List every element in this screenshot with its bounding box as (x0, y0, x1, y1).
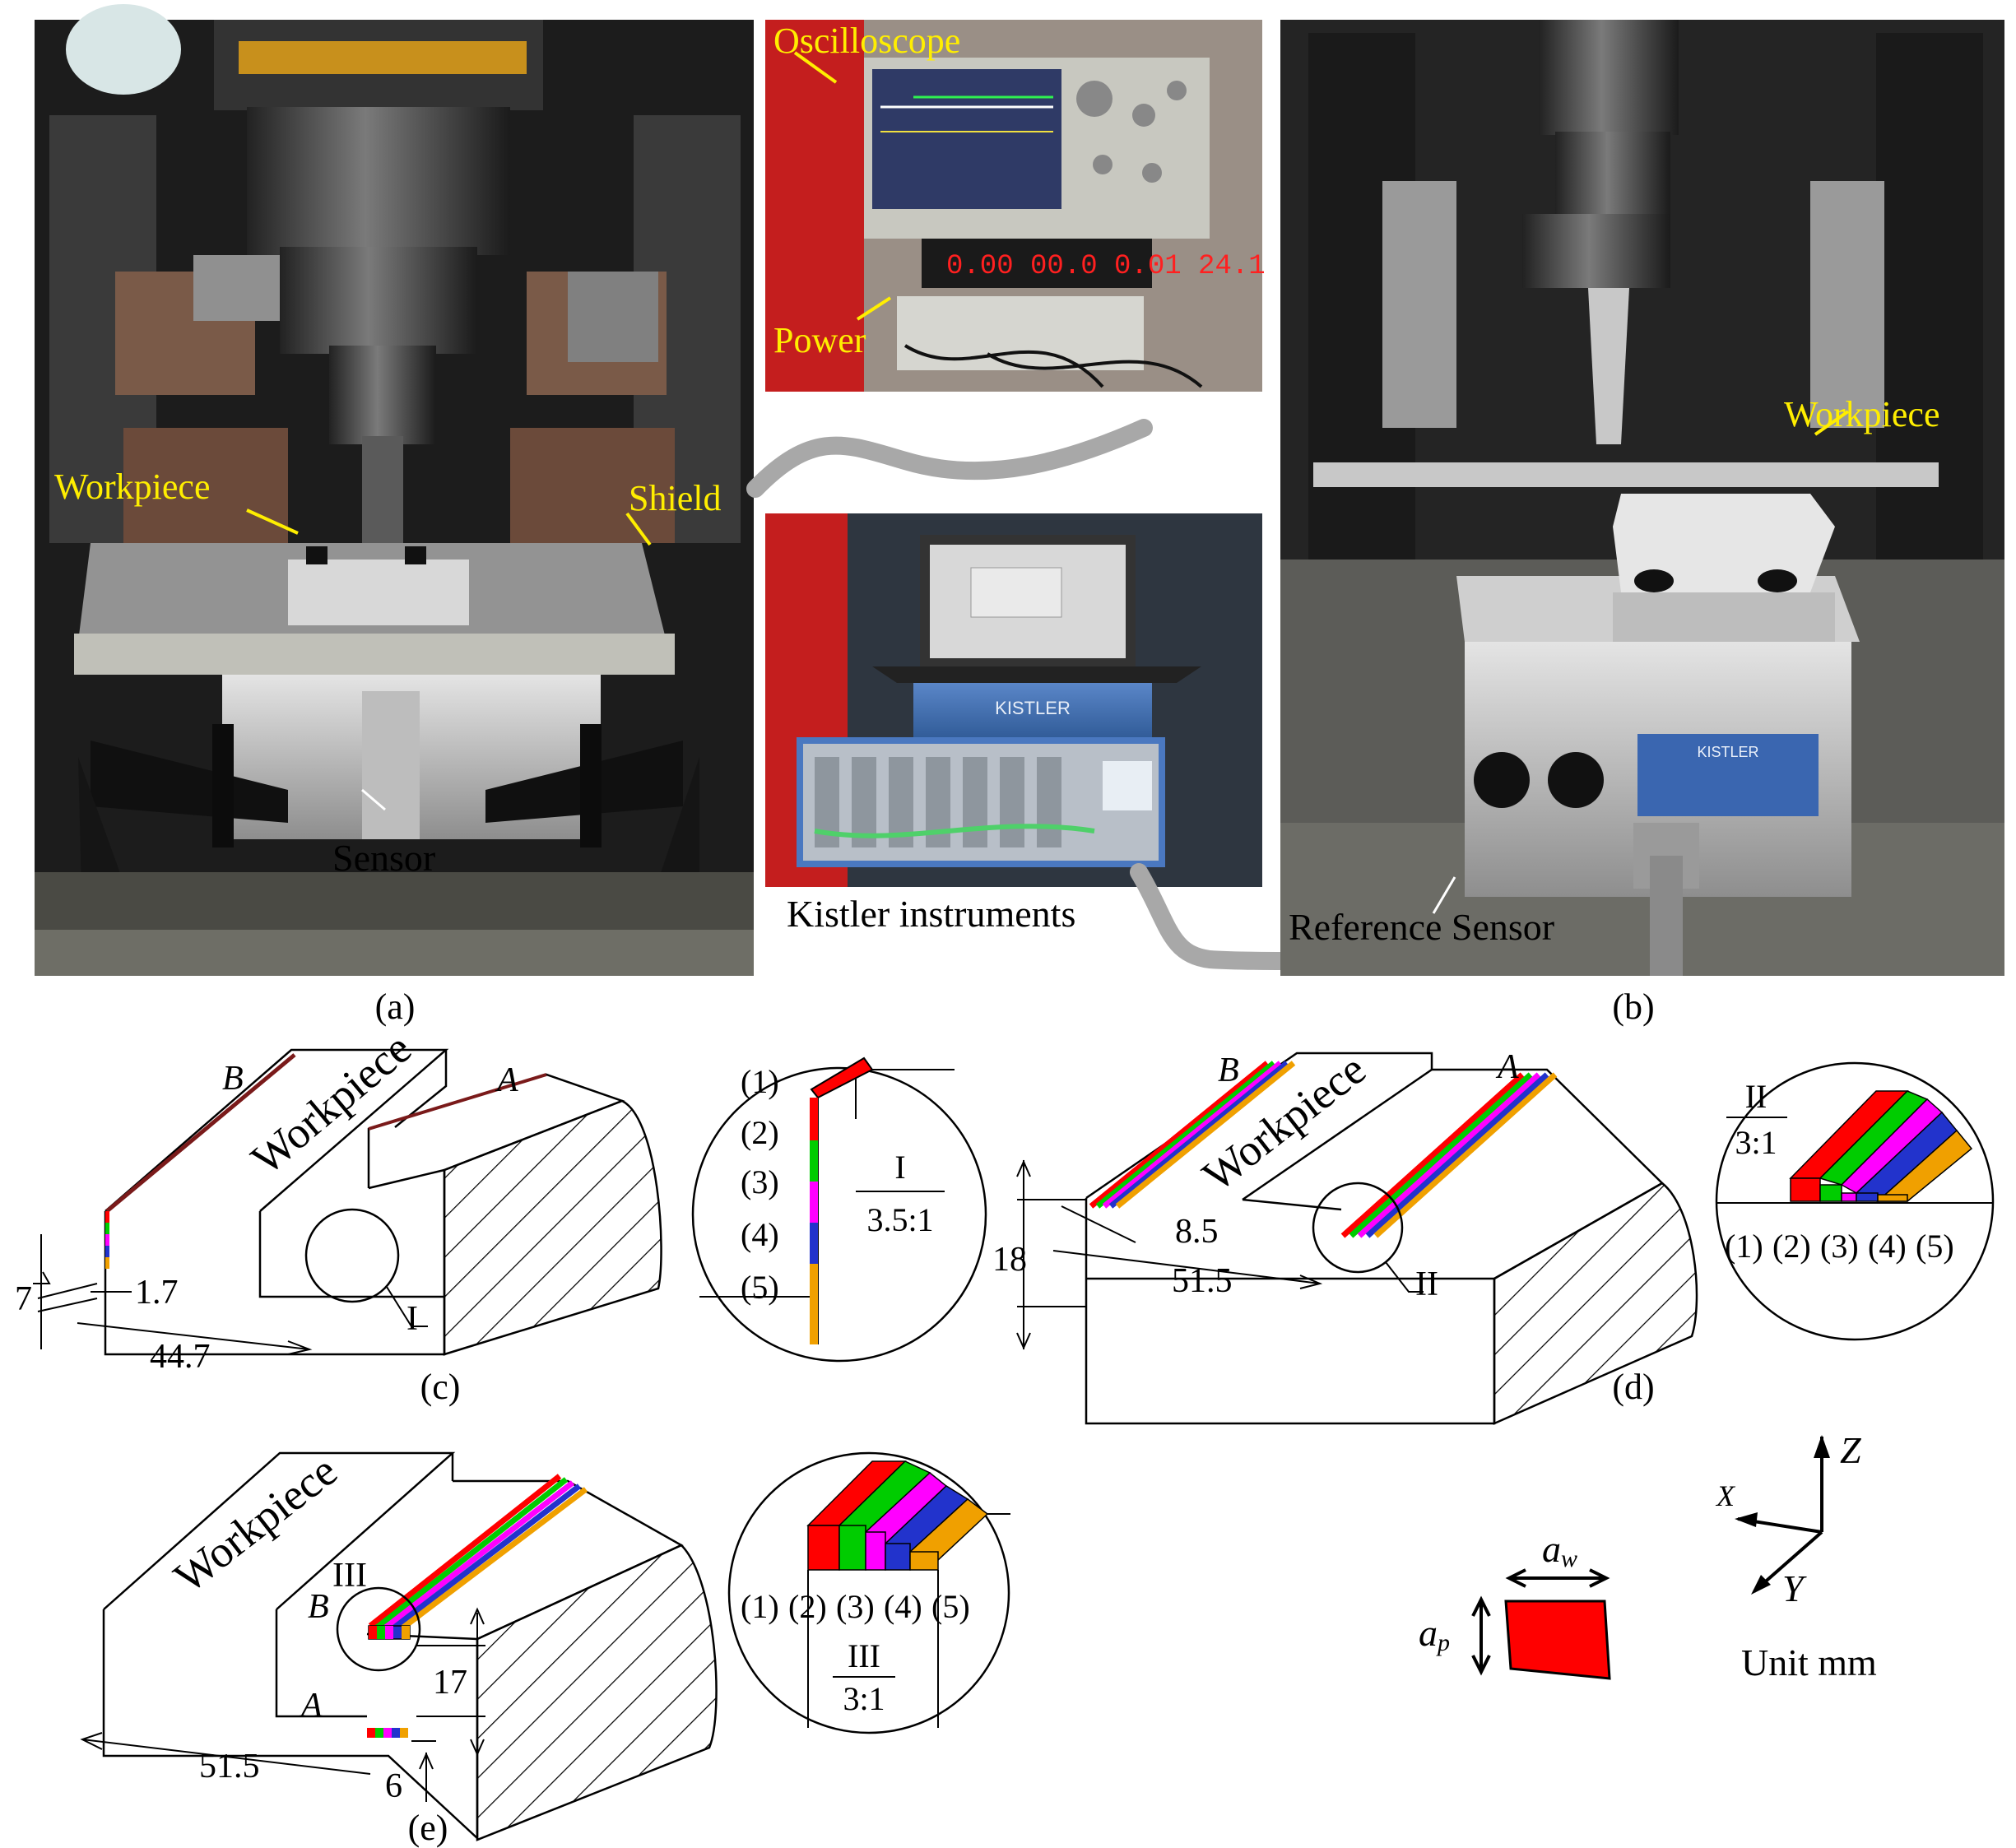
legend-cut-section: aw ap (1419, 1528, 1611, 1680)
detail-i-layer-4: (4) (741, 1216, 779, 1253)
caption-d: (d) (1612, 1367, 1654, 1407)
legend-aw: aw (1542, 1528, 1577, 1572)
detail-iii-name: III (848, 1637, 880, 1674)
diagram-d: Workpiece B A II 18 8.5 51.5 (992, 1044, 1698, 1425)
detail-ii-layer-3: (3) (1820, 1228, 1859, 1265)
detail-ii-scale: 3:1 (1735, 1124, 1777, 1161)
detail-i-scale: 3.5:1 (866, 1201, 933, 1238)
detail-marker-e: III (332, 1557, 367, 1595)
axis-z: Z (1840, 1429, 1861, 1471)
label-workpiece-b: Workpiece (1784, 394, 1939, 434)
detail-i-layer-2: (2) (741, 1114, 779, 1151)
label-shield: Shield (629, 478, 721, 518)
detail-iii-layer-2: (2) (788, 1588, 827, 1625)
diagram-e: Workpiece B A III 51.5 17 6 (80, 1446, 718, 1841)
edge-b-d: B (1218, 1052, 1239, 1089)
axis-x: X (1715, 1479, 1736, 1512)
dim-e-1: 51.5 (199, 1748, 260, 1785)
detail-ii-layer-4: (4) (1868, 1228, 1907, 1265)
diagram-c: Workpiece B A I 7 1.7 44.7 (15, 1024, 662, 1376)
dim-c-1: 7 (15, 1280, 32, 1318)
label-sensor: Sensor (332, 837, 435, 879)
dim-c-2: 1.7 (135, 1274, 179, 1312)
dim-d-2: 18 (992, 1241, 1027, 1279)
detail-iii-layer-1: (1) (741, 1588, 779, 1625)
detail-i-layer-5: (5) (741, 1269, 779, 1306)
label-reference-sensor: Reference Sensor (1289, 906, 1554, 948)
kistler-brand-amplifier: KISTLER (995, 698, 1071, 718)
cable-bottom (1130, 863, 1293, 970)
edge-a-d: A (1495, 1048, 1519, 1086)
label-workpiece-a: Workpiece (54, 467, 210, 507)
detail-iii-scale: 3:1 (843, 1680, 885, 1717)
axis-y: Y (1782, 1567, 1807, 1609)
label-kistler-instruments: Kistler instruments (787, 893, 1075, 935)
photo-kistler-instruments: KISTLER (765, 513, 1262, 887)
power-readout: 0.00 00.0 0.01 24.1 (946, 251, 1266, 282)
edge-a-c: A (495, 1061, 518, 1099)
detail-ii-layer-5: (5) (1916, 1228, 1954, 1265)
legend-axes: Z X Y (1715, 1429, 1861, 1609)
detail-marker-d: II (1415, 1265, 1438, 1303)
detail-iii-layer-4: (4) (884, 1588, 922, 1625)
detail-i-layer-1: (1) (741, 1063, 779, 1100)
detail-marker-c: I (406, 1300, 418, 1338)
caption-e: (e) (408, 1808, 448, 1848)
detail-iii-layer-5: (5) (931, 1588, 970, 1625)
detail-ii-layer-2: (2) (1772, 1228, 1811, 1265)
detail-iii: (1) (2) (3) (4) (5) III 3:1 (727, 1451, 1010, 1734)
unit-label: Unit mm (1741, 1641, 1877, 1683)
edge-b-c: B (222, 1060, 244, 1098)
edge-a-e: A (299, 1687, 323, 1725)
legend-ap: ap (1419, 1612, 1450, 1656)
detail-ii-layer-1: (1) (1725, 1228, 1763, 1265)
kistler-brand-plate: KISTLER (1697, 744, 1758, 760)
dim-e-3: 6 (385, 1767, 402, 1805)
photo-oscilloscope-power: 0.00 00.0 0.01 24.1 Oscilloscope Power (765, 20, 1266, 392)
detail-iii-layer-3: (3) (836, 1588, 875, 1625)
dim-d-3: 51.5 (1172, 1262, 1233, 1300)
dim-e-2: 17 (433, 1664, 467, 1702)
edge-b-e: B (308, 1588, 329, 1626)
detail-ii-name: II (1745, 1078, 1767, 1115)
dim-d-1: 8.5 (1175, 1213, 1219, 1251)
label-power: Power (773, 320, 866, 360)
caption-b: (b) (1612, 987, 1654, 1027)
caption-c: (c) (420, 1367, 461, 1407)
workpiece-label-e: Workpiece (165, 1446, 346, 1602)
photo-b: KISTLER Workpiece Reference Sensor (1280, 20, 2004, 976)
caption-a: (a) (375, 987, 416, 1027)
detail-i: (1) (2) (3) (4) (5) I 3.5:1 (691, 1056, 987, 1363)
dim-c-3: 44.7 (150, 1338, 211, 1376)
detail-ii: II 3:1 (1) (2) (3) (4) (5) (1715, 1061, 1995, 1341)
photo-a: Workpiece Shield Sensor (35, 4, 754, 976)
label-oscilloscope: Oscilloscope (773, 21, 960, 61)
workpiece-label-c: Workpiece (242, 1024, 420, 1184)
detail-i-layer-3: (3) (741, 1163, 779, 1200)
detail-i-name: I (894, 1149, 905, 1186)
cable-top (746, 419, 1153, 498)
